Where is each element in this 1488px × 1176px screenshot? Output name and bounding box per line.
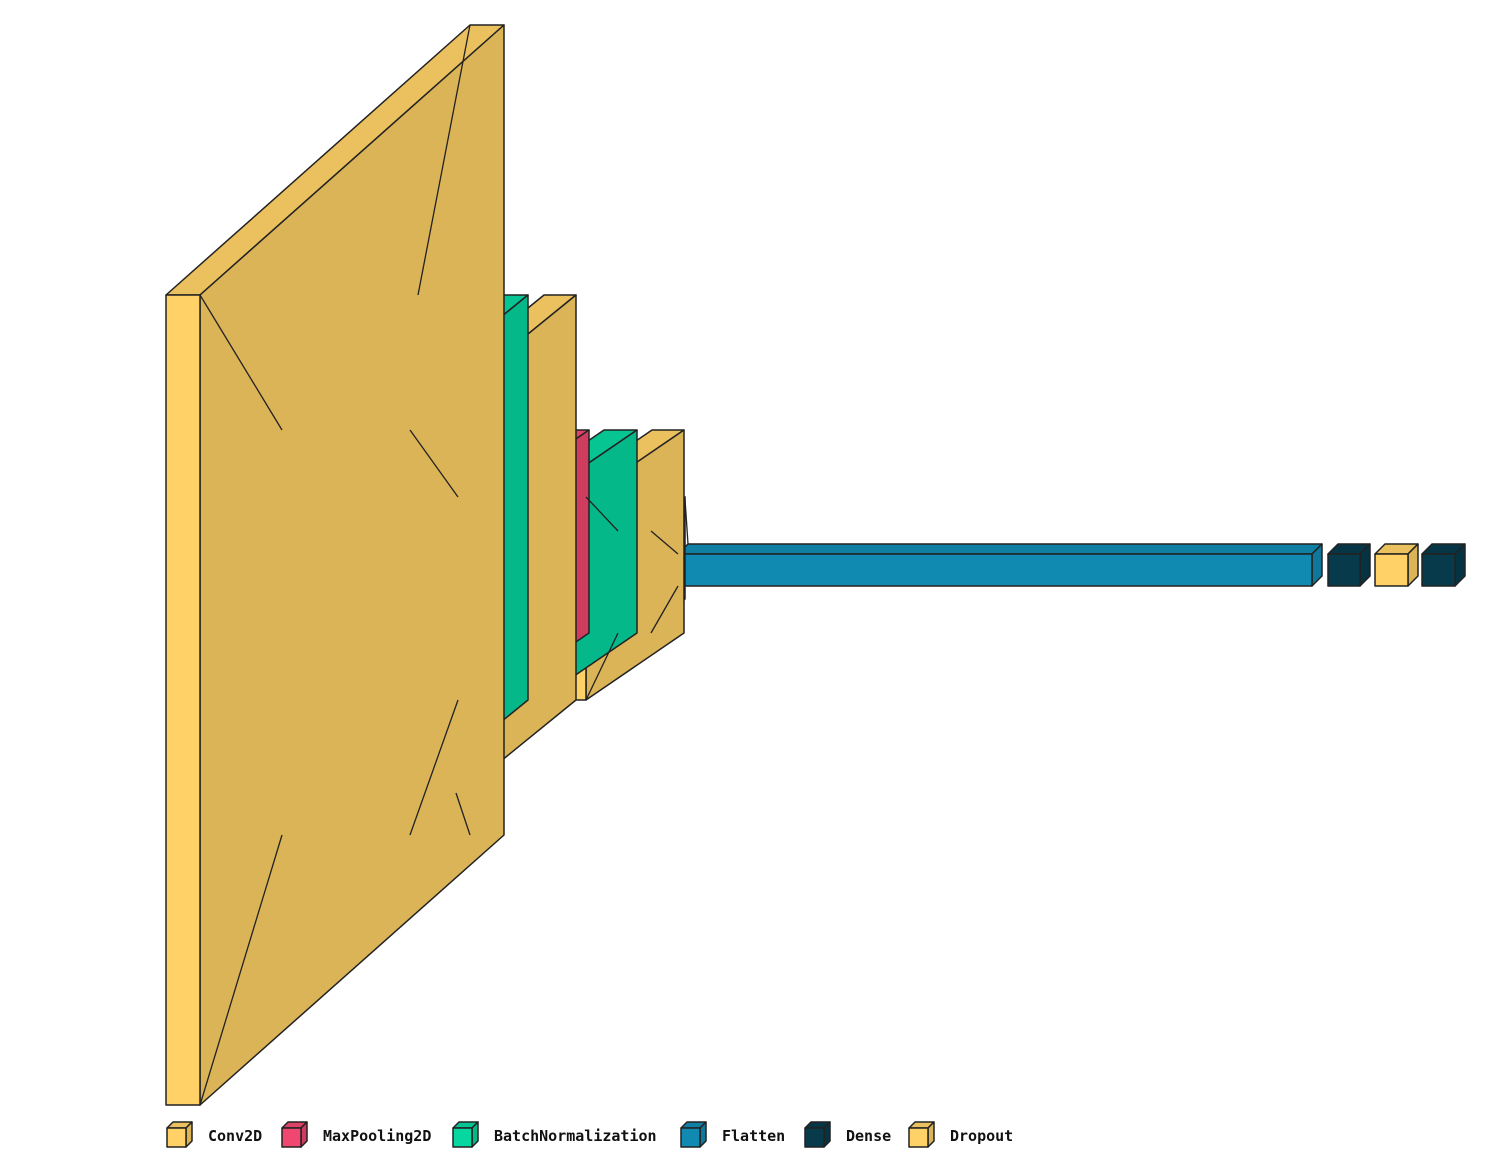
- legend-swatch-batchnormalization-front-face: [452, 1127, 473, 1148]
- layer-connectors: [199, 24, 689, 1106]
- legend-swatch-flatten-front-face: [680, 1127, 701, 1148]
- connector-line: [650, 530, 679, 555]
- layer-dense-2-front-face: [1421, 553, 1456, 587]
- legend-item: MaxPooling2D: [281, 1121, 431, 1148]
- layer-flatten-1-top-face: [677, 543, 1323, 555]
- connector-line: [684, 498, 689, 545]
- connector-line: [199, 834, 283, 1106]
- legend-item: Dense: [804, 1121, 891, 1148]
- connector-line: [585, 496, 619, 532]
- legend-item: Conv2D: [166, 1121, 262, 1148]
- legend-swatch-maxpooling2d: [281, 1121, 308, 1148]
- layer-dropout-3: [1374, 543, 1419, 587]
- legend-item: Dropout: [908, 1121, 1013, 1148]
- legend-swatch-dense: [804, 1121, 831, 1148]
- connector-line: [409, 699, 459, 836]
- layer-dense-1-front-face: [1327, 553, 1361, 587]
- legend-label: MaxPooling2D: [323, 1127, 431, 1145]
- layer-flatten-1-front-face: [677, 553, 1313, 587]
- legend: Conv2D MaxPooling2D BatchNormalization Flat…: [166, 1121, 1013, 1148]
- legend-item: Flatten: [680, 1121, 785, 1148]
- legend-item: BatchNormalization: [452, 1121, 657, 1148]
- legend-label: BatchNormalization: [494, 1127, 657, 1145]
- layer-flatten-1: [677, 543, 1323, 587]
- layer-conv2d-1-front-face: [165, 294, 201, 1106]
- legend-swatch-dense-front-face: [804, 1127, 825, 1148]
- layer-dropout-3-front-face: [1374, 553, 1409, 587]
- legend-label: Conv2D: [208, 1127, 262, 1145]
- layer-conv2d-1-side-face: [199, 24, 505, 1106]
- legend-swatch-batchnormalization: [452, 1121, 479, 1148]
- legend-swatch-dropout-front-face: [908, 1127, 929, 1148]
- legend-label: Dropout: [950, 1127, 1013, 1145]
- layer-conv2d-1: [165, 24, 505, 1106]
- legend-label: Dense: [846, 1127, 891, 1145]
- legend-swatch-maxpooling2d-front-face: [281, 1127, 302, 1148]
- connector-line: [455, 792, 471, 836]
- legend-swatch-conv2d-front-face: [166, 1127, 187, 1148]
- legend-swatch-conv2d: [166, 1121, 193, 1148]
- layer-blocks: [165, 24, 1466, 1106]
- connector-line: [409, 429, 459, 498]
- connector-line: [585, 632, 619, 701]
- legend-label: Flatten: [722, 1127, 785, 1145]
- connector-line: [199, 294, 283, 431]
- connector-line: [417, 24, 471, 296]
- layer-dense-1: [1327, 543, 1371, 587]
- layer-dense-2: [1421, 543, 1466, 587]
- legend-swatch-flatten: [680, 1121, 707, 1148]
- connector-line: [650, 585, 679, 634]
- legend-swatch-dropout: [908, 1121, 935, 1148]
